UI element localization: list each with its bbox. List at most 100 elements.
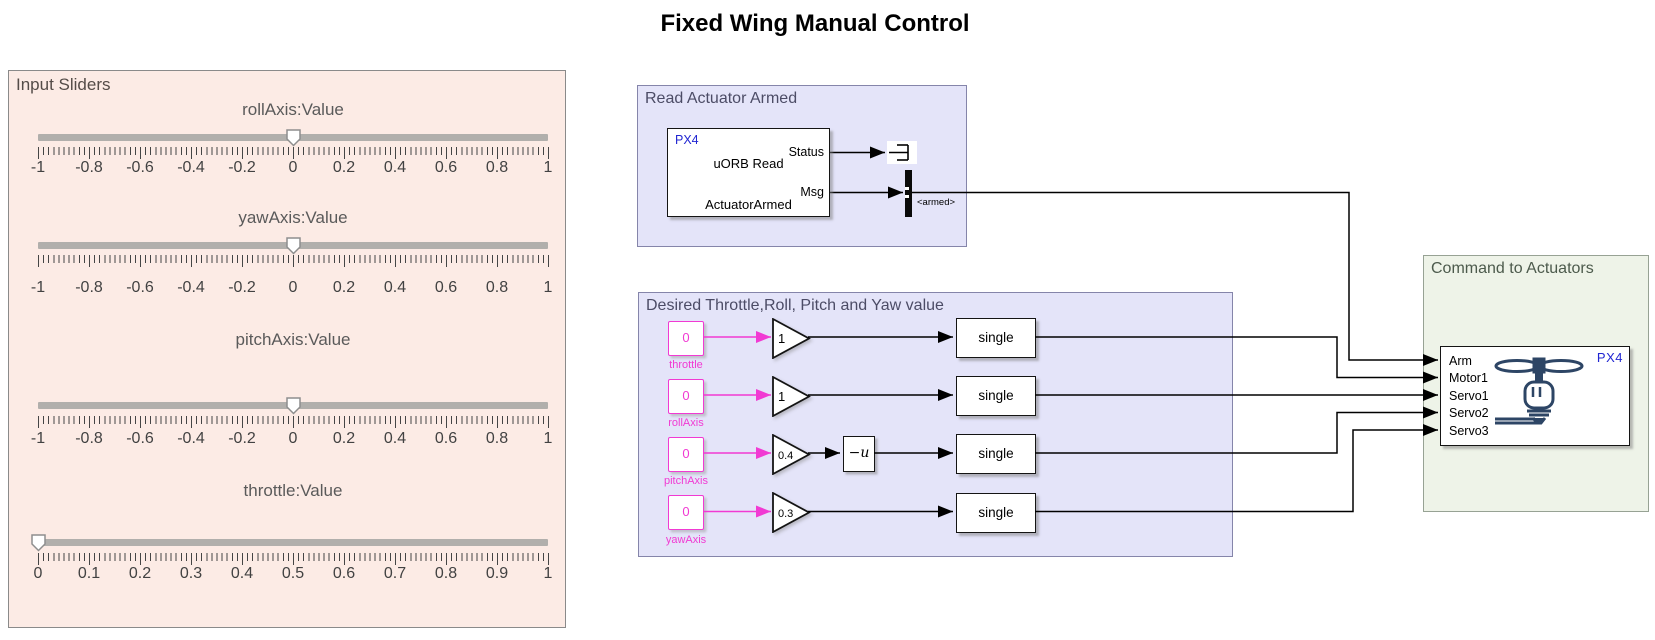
msg-port-label: Msg [800, 185, 824, 199]
slider-tick-label: -0.2 [228, 279, 256, 296]
unary-minus-block[interactable]: −u [843, 436, 875, 472]
slider-tick-label: -0.4 [177, 279, 205, 296]
desired-values-panel: Desired Throttle,Roll, Pitch and Yaw val… [638, 292, 1233, 557]
slider-tick-label: 1 [543, 430, 553, 447]
port-label-servo3: Servo3 [1449, 423, 1489, 438]
svg-text:1: 1 [778, 389, 785, 404]
slider-ruler-throttle [38, 553, 549, 565]
slider-thumb-yawAxis[interactable] [285, 237, 301, 255]
slider-ruler-pitchAxis [38, 416, 549, 428]
constant-block-pitchAxis[interactable]: 0 [668, 436, 704, 472]
constant-block-yawAxis[interactable]: 0 [668, 495, 704, 530]
slider-tick-label: 0 [288, 159, 298, 176]
svg-text:0.3: 0.3 [778, 508, 793, 520]
gain-block-throttle[interactable]: 1 [772, 316, 811, 360]
slider-tick-label: 0.9 [485, 565, 509, 582]
slider-tick-label: 0.6 [434, 159, 458, 176]
motor-propeller-icon [1494, 357, 1584, 425]
slider-tick-label: 0.2 [332, 279, 356, 296]
command-to-actuators-title[interactable]: Command to Actuators [1431, 260, 1594, 277]
slider-tick-label: -0.8 [75, 159, 103, 176]
model-title: Fixed Wing Manual Control [660, 10, 970, 37]
uorb-topic-label: ActuatorArmed [705, 197, 792, 212]
slider-tick-label: 0.8 [485, 159, 509, 176]
bus-selector-notch [905, 195, 909, 198]
slider-tick-label: 0.8 [485, 430, 509, 447]
slider-tick-label: 0.4 [383, 279, 407, 296]
slider-tick-label: 0.5 [281, 565, 305, 582]
slider-label-rollAxis: rollAxis:Value [242, 100, 344, 119]
slider-tick-label: -0.4 [177, 159, 205, 176]
slider-thumb-pitchAxis[interactable] [285, 397, 301, 415]
input-sliders-panel: Input Sliders rollAxis:Value -1 -0.8 -0.6 -0… [8, 70, 566, 628]
uorb-read-block[interactable]: PX4 uORB Read ActuatorArmed Status Msg [667, 128, 830, 217]
constant-name-rollAxis: rollAxis [668, 417, 704, 429]
slider-tick-label: 0.4 [383, 430, 407, 447]
read-actuator-armed-title[interactable]: Read Actuator Armed [645, 90, 798, 107]
slider-tick-label: -0.2 [228, 430, 256, 447]
slider-tick-label: 0.2 [332, 159, 356, 176]
data-type-conversion-block-rollAxis[interactable]: single [956, 376, 1036, 416]
slider-tick-label: -0.8 [75, 430, 103, 447]
slider-tick-label: -1 [30, 430, 46, 447]
data-type-conversion-block-pitchAxis[interactable]: single [956, 434, 1036, 474]
terminator-block[interactable] [887, 141, 917, 164]
slider-tick-label: -0.6 [126, 430, 154, 447]
slider-tick-label: 0.2 [128, 565, 152, 582]
slider-tick-label: -1 [30, 159, 46, 176]
slider-tick-label: 1 [543, 565, 553, 582]
slider-thumb-throttle[interactable] [30, 534, 46, 552]
slider-tick-label: 1 [543, 279, 553, 296]
constant-name-yawAxis: yawAxis [665, 533, 707, 546]
svg-text:0.4: 0.4 [778, 450, 793, 462]
bus-selector-notch [905, 187, 909, 190]
slider-thumb-rollAxis[interactable] [285, 129, 301, 147]
port-label-servo2: Servo2 [1449, 406, 1489, 420]
uorb-read-label: uORB Read [713, 156, 784, 171]
slider-tick-label: -0.2 [228, 159, 256, 176]
constant-block-rollAxis[interactable]: 0 [668, 378, 704, 414]
slider-track-throttle[interactable] [38, 539, 548, 546]
slider-tick-label: 0.8 [485, 279, 509, 296]
gain-block-rollAxis[interactable]: 1 [772, 374, 811, 418]
slider-tick-label: 1 [543, 159, 553, 176]
slider-tick-label: 0.4 [383, 159, 407, 176]
slider-label-yawAxis: yawAxis:Value [238, 208, 348, 227]
desired-values-title[interactable]: Desired Throttle,Roll, Pitch and Yaw val… [646, 297, 944, 314]
status-port-label: Status [788, 145, 824, 159]
slider-tick-label: 0 [288, 279, 298, 296]
slider-label-pitchAxis: pitchAxis:Value [235, 330, 351, 349]
bus-selector[interactable] [905, 170, 912, 217]
px4-brand-label: PX4 [675, 133, 699, 147]
port-label-motor1: Motor1 [1449, 371, 1488, 385]
slider-tick-label: 0.3 [179, 565, 203, 582]
slider-tick-label: 0.2 [332, 430, 356, 447]
slider-tick-label: -0.6 [126, 159, 154, 176]
slider-tick-label: -1 [30, 279, 46, 296]
px4-brand-label: PX4 [1596, 350, 1623, 365]
slider-tick-label: 0.8 [434, 565, 458, 582]
slider-tick-label: 0.7 [383, 565, 407, 582]
slider-tick-label: -0.4 [177, 430, 205, 447]
port-label-arm: Arm [1449, 353, 1472, 368]
svg-text:1: 1 [778, 331, 785, 346]
constant-name-pitchAxis: pitchAxis [663, 475, 709, 487]
slider-tick-label: 0.4 [230, 565, 254, 582]
slider-tick-label: 0.6 [434, 279, 458, 296]
slider-ruler-rollAxis [38, 147, 549, 159]
constant-name-throttle: throttle [669, 359, 703, 371]
gain-block-pitchAxis[interactable]: 0.4 [772, 432, 811, 476]
slider-tick-label: -0.6 [126, 279, 154, 296]
constant-block-throttle[interactable]: 0 [668, 320, 704, 356]
slider-tick-label: 0 [288, 430, 298, 447]
port-label-servo1: Servo1 [1449, 388, 1489, 403]
data-type-conversion-block-yawAxis[interactable]: single [956, 492, 1036, 533]
slider-tick-label: 0.1 [77, 565, 101, 582]
gain-block-yawAxis[interactable]: 0.3 [772, 491, 811, 534]
data-type-conversion-block-throttle[interactable]: single [956, 318, 1036, 358]
slider-tick-label: -0.8 [75, 279, 103, 296]
slider-tick-label: 0.6 [332, 565, 356, 582]
input-sliders-title[interactable]: Input Sliders [16, 75, 111, 94]
